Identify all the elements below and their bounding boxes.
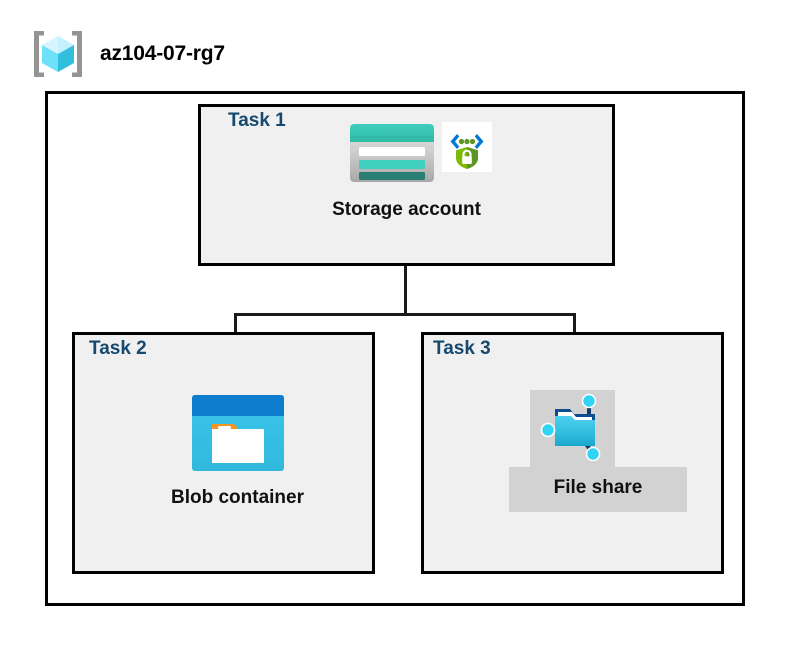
blob-container-caption: Blob container — [170, 487, 304, 508]
file-share-caption-selection-highlight — [509, 467, 687, 512]
connector-storage-trunk — [404, 232, 407, 314]
storage-account-caption: Storage account — [332, 199, 481, 220]
resource-group-frame — [45, 91, 745, 606]
blob-container-icon — [190, 395, 286, 477]
storage-account-icon — [348, 122, 436, 189]
secure-data-shield-icon — [442, 122, 492, 177]
task-3-label: Task 3 — [433, 338, 491, 359]
file-share-caption: File share — [553, 477, 643, 498]
task-1-label: Task 1 — [228, 110, 286, 131]
file-share-icon — [537, 393, 610, 469]
connector-horizontal-bus — [234, 313, 576, 316]
resource-group-cube-icon — [30, 28, 86, 80]
storage-account-node[interactable] — [294, 122, 519, 234]
blob-container-node[interactable] — [190, 393, 286, 473]
storage-account-icon-group — [348, 122, 492, 189]
resource-group-header: az104-07-rg7 — [30, 28, 225, 80]
file-share-node[interactable] — [537, 392, 610, 465]
task-2-label: Task 2 — [89, 338, 147, 359]
resource-group-name: az104-07-rg7 — [100, 42, 225, 65]
